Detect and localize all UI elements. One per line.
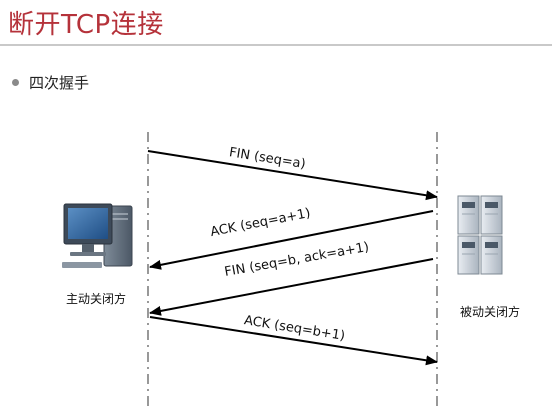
message-arrow-ack-a1 xyxy=(149,210,434,270)
bullet-dot-icon xyxy=(12,79,19,86)
left-party-label: 主动关闭方 xyxy=(66,292,127,306)
server-rack-icon xyxy=(457,195,503,275)
message-arrow-fin-b xyxy=(149,258,434,316)
title-divider xyxy=(0,44,552,46)
slide-title: 断开TCP连接 xyxy=(8,10,164,40)
message-arrow-fin-a xyxy=(147,150,438,201)
message-arrow-ack-b1 xyxy=(149,316,438,366)
right-party-label: 被动关闭方 xyxy=(460,305,521,319)
bullet-item: 四次握手 xyxy=(12,72,89,93)
bullet-text: 四次握手 xyxy=(29,74,90,92)
desktop-computer-icon xyxy=(62,203,133,268)
